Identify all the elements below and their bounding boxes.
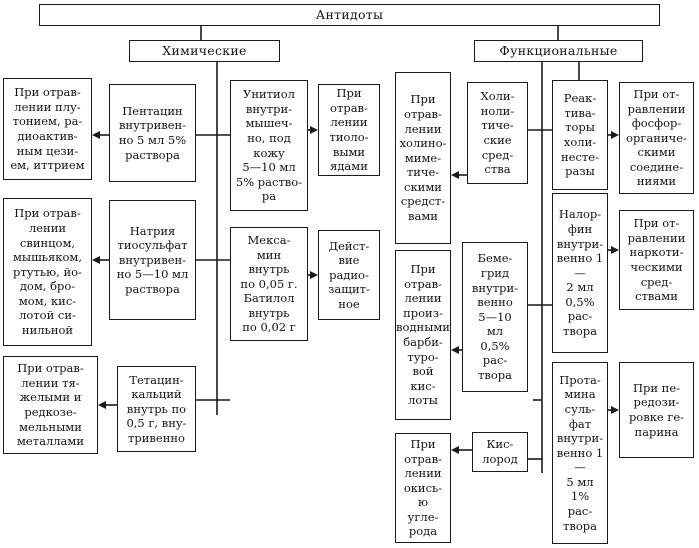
antidote-nalorfin-box: Налор- фин внутри- венно 1— 2 мл 0,5% ра… xyxy=(552,193,608,353)
antidote-reactivators-text: Реак- тива- торы холи- несте- разы xyxy=(561,91,599,179)
antidote-mexamin-text: Мекса- мин внутрь по 0,05 г. Батилол вну… xyxy=(240,232,298,335)
indication-plutonium-text: При отрав- лении плу- тонием, ра- диоакт… xyxy=(10,85,85,173)
indication-plutonium-box: При отрав- лении плу- тонием, ра- диоакт… xyxy=(3,78,92,180)
indication-lead-text: При отрав- лении свинцом, мышьяком, ртут… xyxy=(12,206,83,338)
antidote-protamin-text: Прота- мина суль- фат внутри- венно 1— 5… xyxy=(556,372,604,533)
indication-heavy-metals-box: При отрав- лении тя- желыми и редкозе- м… xyxy=(3,356,98,454)
indication-barbiturates-box: При отрав- лении произ- водными барби- т… xyxy=(395,250,451,420)
antidote-pentacin-text: Пентацин внутривен- но 5 мл 5% раствора xyxy=(118,103,187,162)
indication-heavy-metals-text: При отрав- лении тя- желыми и редкозе- м… xyxy=(16,361,85,449)
antidote-unitiol-box: Унитиол внутри- мышеч- но, под кожу 5—10… xyxy=(230,80,308,211)
antidote-cholinolytics-box: Холи- ноли- тиче- ские сред- ства xyxy=(467,82,528,184)
indication-radioprotective-text: Дейст- вие радио- защит- ное xyxy=(328,238,370,311)
indication-narcotics-box: При от- равлении наркоти- ческими сред- … xyxy=(619,210,694,310)
group-functional-box: Функциональные xyxy=(474,40,643,62)
group-chemical-box: Химические xyxy=(129,40,280,62)
antidote-tiosulfat-text: Натрия тиосульфат внутривен- но 5—10 мл … xyxy=(116,223,189,296)
indication-heparin-overdose-box: При пе- редози- ровке ге- парина xyxy=(619,362,694,458)
indication-thiol-poisons-text: При отрав- лении тиоло- выми ядами xyxy=(329,86,369,174)
indication-cholinomimetics-box: При отрав- лении холино- миме- тиче- ски… xyxy=(395,72,451,244)
indication-organophosphates-text: При от- равлении фосфор- органиче- скими… xyxy=(626,86,687,189)
indication-heparin-overdose-text: При пе- редози- ровке ге- парина xyxy=(628,380,685,439)
antidote-tetacin-box: Тетацин- кальций внутрь по 0,5 г, вну- т… xyxy=(117,366,196,452)
indication-carbon-monoxide-text: При отрав- лении окись- ю угле- рода xyxy=(403,436,443,539)
antidote-protamin-box: Прота- мина суль- фат внутри- венно 1— 5… xyxy=(552,362,608,544)
indication-narcotics-text: При от- равлении наркоти- ческими сред- … xyxy=(627,216,686,304)
antidote-unitiol-text: Унитиол внутри- мышеч- но, под кожу 5—10… xyxy=(235,87,303,204)
indication-cholinomimetics-text: При отрав- лении холино- миме- тиче- ски… xyxy=(399,92,447,224)
indication-barbiturates-text: При отрав- лении произ- водными барби- т… xyxy=(396,262,450,408)
antidote-bemegrid-text: Беме- грид внутри- венно 5—10 мл 0,5% ра… xyxy=(471,251,519,383)
antidote-oxygen-box: Кис- лород xyxy=(472,432,528,472)
indication-lead-box: При отрав- лении свинцом, мышьяком, ртут… xyxy=(3,198,92,346)
antidote-mexamin-box: Мекса- мин внутрь по 0,05 г. Батилол вну… xyxy=(230,227,308,341)
indication-carbon-monoxide-box: При отрав- лении окись- ю угле- рода xyxy=(395,433,451,543)
antidote-tiosulfat-box: Натрия тиосульфат внутривен- но 5—10 мл … xyxy=(109,200,196,320)
antidote-bemegrid-box: Беме- грид внутри- венно 5—10 мл 0,5% ра… xyxy=(462,242,528,392)
indication-thiol-poisons-box: При отрав- лении тиоло- выми ядами xyxy=(318,84,380,176)
antidote-oxygen-text: Кис- лород xyxy=(482,437,518,466)
group-functional-label: Функциональные xyxy=(499,42,618,58)
indication-radioprotective-box: Дейст- вие радио- защит- ное xyxy=(318,230,380,320)
antidote-pentacin-box: Пентацин внутривен- но 5 мл 5% раствора xyxy=(109,84,196,182)
antidote-reactivators-box: Реак- тива- торы холи- несте- разы xyxy=(552,80,608,190)
antidote-nalorfin-text: Налор- фин внутри- венно 1— 2 мл 0,5% ра… xyxy=(556,207,604,339)
root-antidotes-box: Антидоты xyxy=(39,4,660,26)
root-label: Антидоты xyxy=(315,6,384,22)
group-chemical-label: Химические xyxy=(162,42,247,58)
indication-organophosphates-box: При от- равлении фосфор- органиче- скими… xyxy=(619,82,694,194)
antidote-cholinolytics-text: Холи- ноли- тиче- ские сред- ства xyxy=(480,89,515,177)
antidote-tetacin-text: Тетацин- кальций внутрь по 0,5 г, вну- т… xyxy=(126,372,187,445)
